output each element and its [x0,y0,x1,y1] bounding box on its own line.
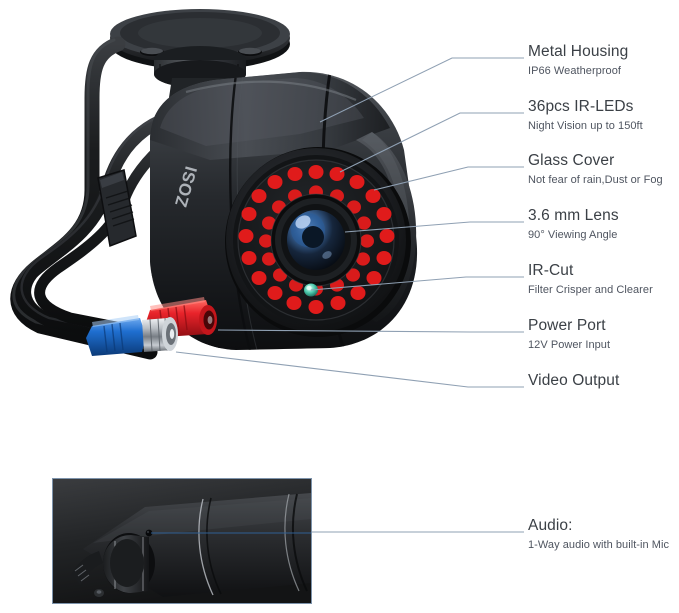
inset-illustration [53,479,311,603]
callout-title: Video Output [528,372,620,389]
callout-title: Glass Cover [528,152,615,169]
callout-subtitle: IP66 Weatherproof [528,64,621,77]
video-bnc-connector [86,315,178,356]
callout-subtitle: Night Vision up to 150ft [528,119,643,132]
callout-ir-leds: 36pcs IR-LEDs Night Vision up to 150ft [528,99,643,132]
cable-ferrite-block [97,169,137,248]
callout-video-output: Video Output [528,373,619,389]
callout-audio: Audio: 1-Way audio with built-in Mic [528,518,669,551]
callout-title: 36pcs IR-LEDs [528,98,634,115]
callout-glass-cover: Glass Cover Not fear of rain,Dust or Fog [528,153,663,186]
audio-closeup-inset [52,478,312,604]
callout-subtitle: 90° Viewing Angle [528,228,618,241]
callout-ir-cut: IR-Cut Filter Crisper and Clearer [528,263,653,296]
callout-lens: 3.6 mm Lens 90° Viewing Angle [528,208,619,241]
callout-title: IR-Cut [528,262,574,279]
camera-lens [270,193,362,287]
callout-title: 3.6 mm Lens [528,207,619,224]
callout-metal-housing: Metal Housing IP66 Weatherproof [528,44,628,77]
camera-front-face [225,147,411,337]
callout-subtitle: 12V Power Input [528,338,611,351]
ceiling-mount-bracket [110,9,290,104]
callout-subtitle: Not fear of rain,Dust or Fog [528,173,663,186]
light-sensor [304,283,318,297]
callout-subtitle: 1-Way audio with built-in Mic [528,538,670,551]
callout-title: Power Port [528,317,606,334]
callout-power-port: Power Port 12V Power Input [528,318,610,351]
callout-title: Audio: [528,517,573,534]
callout-subtitle: Filter Crisper and Clearer [528,283,653,296]
callout-title: Metal Housing [528,43,629,60]
